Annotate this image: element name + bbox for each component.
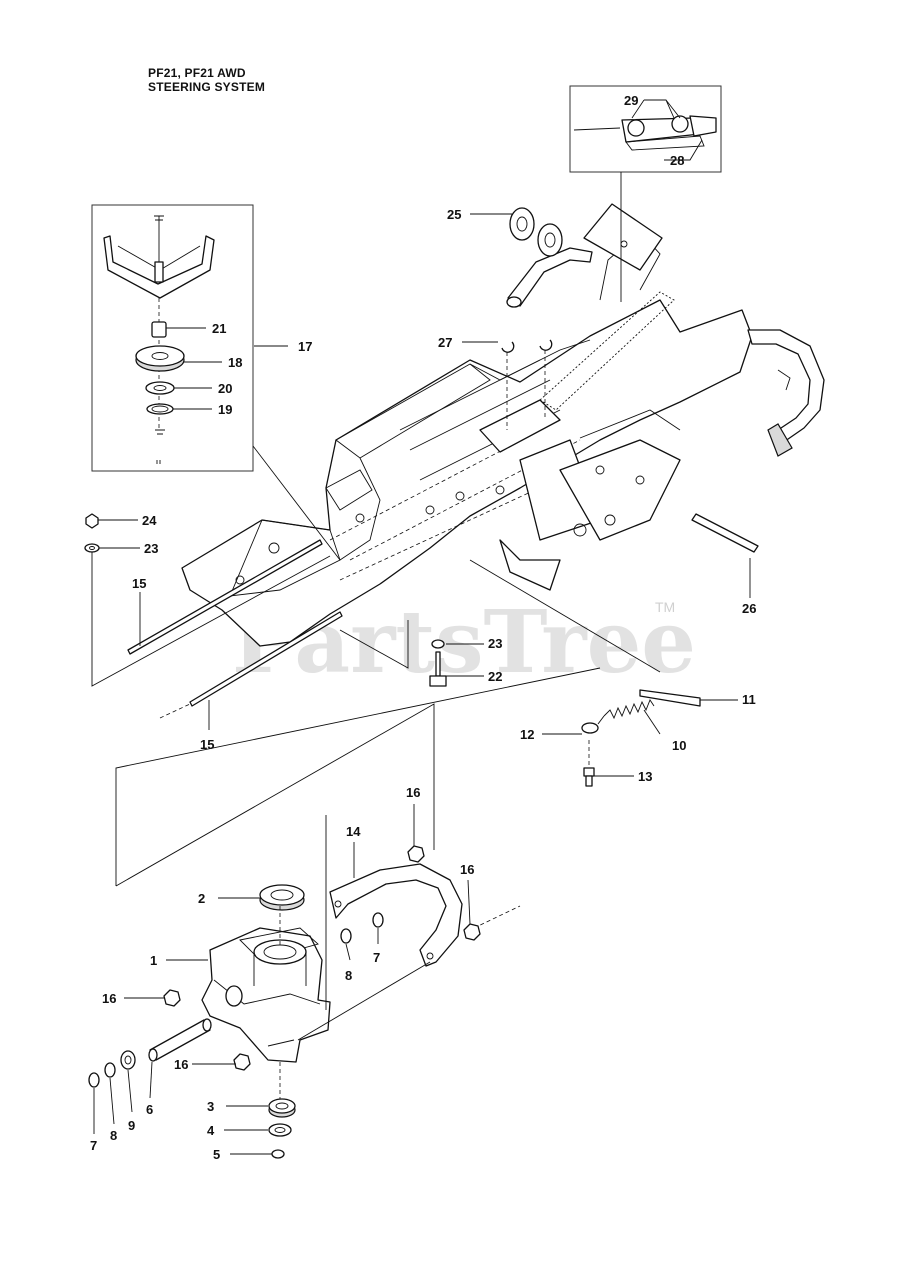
callout-9: 9: [128, 1118, 135, 1133]
callout-2: 2: [198, 891, 205, 906]
lever-tube: [506, 247, 593, 308]
part-19-ring: [146, 403, 174, 415]
callout-27: 27: [438, 335, 452, 350]
callout-labels: 29 28 25 27 17 21 18 20 19 24 23 15 15 2…: [90, 93, 756, 1162]
part-4-seal: [268, 1123, 292, 1137]
callout-8b: 8: [345, 968, 352, 983]
part-2-bearing: [259, 884, 305, 911]
reference-lines: [91, 445, 601, 887]
part-15-rods: [127, 539, 343, 719]
callout-5: 5: [213, 1147, 220, 1162]
part-5-ring: [271, 1149, 285, 1159]
callout-6: 6: [146, 1102, 153, 1117]
part-10-spring: [603, 699, 655, 720]
callout-24: 24: [142, 513, 157, 528]
steering-chain: [539, 172, 675, 411]
part-27-clips: [501, 339, 553, 430]
part-11-rod: [469, 559, 701, 707]
callout-15b: 15: [200, 737, 214, 752]
part-3-bearing: [268, 1098, 296, 1118]
part-14-bracket: [329, 863, 463, 967]
watermark-tm: TM: [655, 599, 675, 615]
callout-20: 20: [218, 381, 232, 396]
part-6-shaft: [148, 1018, 212, 1062]
part-25-pulleys: [509, 207, 563, 257]
part-26-pin: [691, 513, 759, 553]
callout-8a: 8: [110, 1128, 117, 1143]
part-24-nut: [85, 513, 99, 529]
callout-22: 22: [488, 669, 502, 684]
callout-15a: 15: [132, 576, 146, 591]
callout-11: 11: [742, 692, 756, 707]
part-20-bearing: [145, 381, 175, 395]
callout-16b: 16: [460, 862, 474, 877]
callout-26: 26: [742, 601, 756, 616]
callout-12: 12: [520, 727, 534, 742]
callout-18: 18: [228, 355, 242, 370]
title-system: STEERING SYSTEM: [148, 80, 266, 94]
callout-23b: 23: [488, 636, 502, 651]
callout-10: 10: [672, 738, 686, 753]
callout-13: 13: [638, 769, 652, 784]
inset-box-chain: [569, 85, 722, 173]
callout-1: 1: [150, 953, 157, 968]
callout-29: 29: [624, 93, 638, 108]
inset-box-pulley: [91, 204, 254, 472]
callout-23a: 23: [144, 541, 158, 556]
chain-link-detail: [573, 115, 717, 151]
part-12-link: [581, 715, 605, 734]
callout-14: 14: [346, 824, 361, 839]
callout-16a: 16: [406, 785, 420, 800]
part-13-bolt: [583, 740, 595, 787]
callout-19: 19: [218, 402, 232, 417]
part-7-8-9-left: [88, 1050, 136, 1088]
part-7-8-rings-right: [340, 912, 384, 944]
callout-21: 21: [212, 321, 226, 336]
axis-line-right: [473, 905, 521, 929]
leader-lines: [93, 99, 751, 1155]
callout-7b: 7: [373, 950, 380, 965]
callout-4: 4: [207, 1123, 215, 1138]
title-model: PF21, PF21 AWD: [148, 66, 246, 80]
steering-handle: [747, 329, 825, 457]
part-22-bolt: [429, 639, 447, 687]
pulley-bracket: [103, 215, 215, 299]
diagram-title: PF21, PF21 AWD STEERING SYSTEM: [148, 66, 265, 94]
callout-17: 17: [298, 339, 312, 354]
part-1-housing: [201, 927, 331, 1063]
callout-28: 28: [670, 153, 684, 168]
chassis-frame: [181, 203, 753, 647]
part-23-washer: [84, 543, 100, 553]
callout-3: 3: [207, 1099, 214, 1114]
part-18-pulley: [135, 345, 185, 372]
callout-16c: 16: [102, 991, 116, 1006]
ref-line-bracket: [297, 961, 431, 1041]
callout-7a: 7: [90, 1138, 97, 1153]
callout-25: 25: [447, 207, 461, 222]
callout-16d: 16: [174, 1057, 188, 1072]
